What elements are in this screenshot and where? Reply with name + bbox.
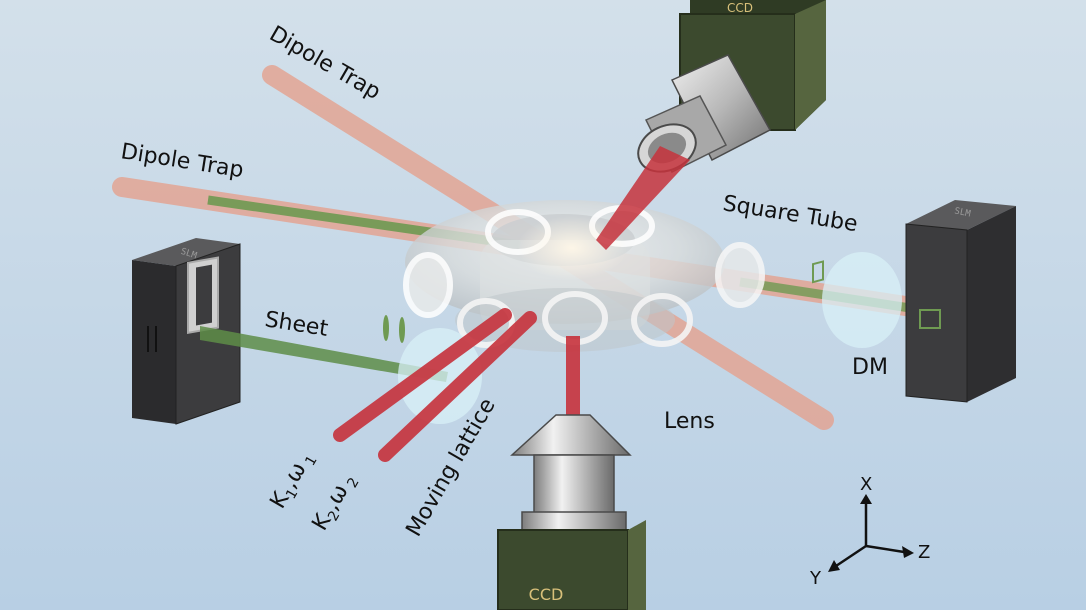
ccd-top-label: CCD <box>727 1 753 15</box>
microscope-objective <box>510 414 632 531</box>
viewport-right <box>715 242 765 308</box>
ccd-bottom-label: CCD <box>529 585 564 604</box>
slm-left-label: SLM <box>179 247 198 262</box>
lattice-beams <box>333 308 537 462</box>
viewport-left <box>403 252 453 318</box>
square-tube-marker <box>812 260 824 284</box>
viewport-front-left <box>457 298 515 348</box>
label-lens: Lens <box>664 409 715 434</box>
viewport-front-right <box>631 293 693 347</box>
slm-right-label: SLM <box>953 206 972 219</box>
axis-triad <box>828 494 914 572</box>
dichroic-mirror <box>822 252 902 348</box>
atom-glow <box>517 216 627 280</box>
slm-left: SLM <box>132 238 241 425</box>
ccd-camera-bottom: CCD <box>497 520 646 610</box>
sheet-cylinder-lenses <box>383 315 405 343</box>
axis-x-label: X <box>860 474 872 495</box>
sheet-beam <box>200 326 448 382</box>
imaging-beam-top <box>596 146 690 250</box>
imaging-beam-bottom <box>566 336 580 418</box>
ccd-camera-top: CCD <box>637 0 826 174</box>
axis-z-label: Z <box>918 542 930 563</box>
axis-y-label: Y <box>809 568 822 589</box>
label-dm: DM <box>852 355 888 380</box>
slm-right: SLM <box>905 200 1016 403</box>
